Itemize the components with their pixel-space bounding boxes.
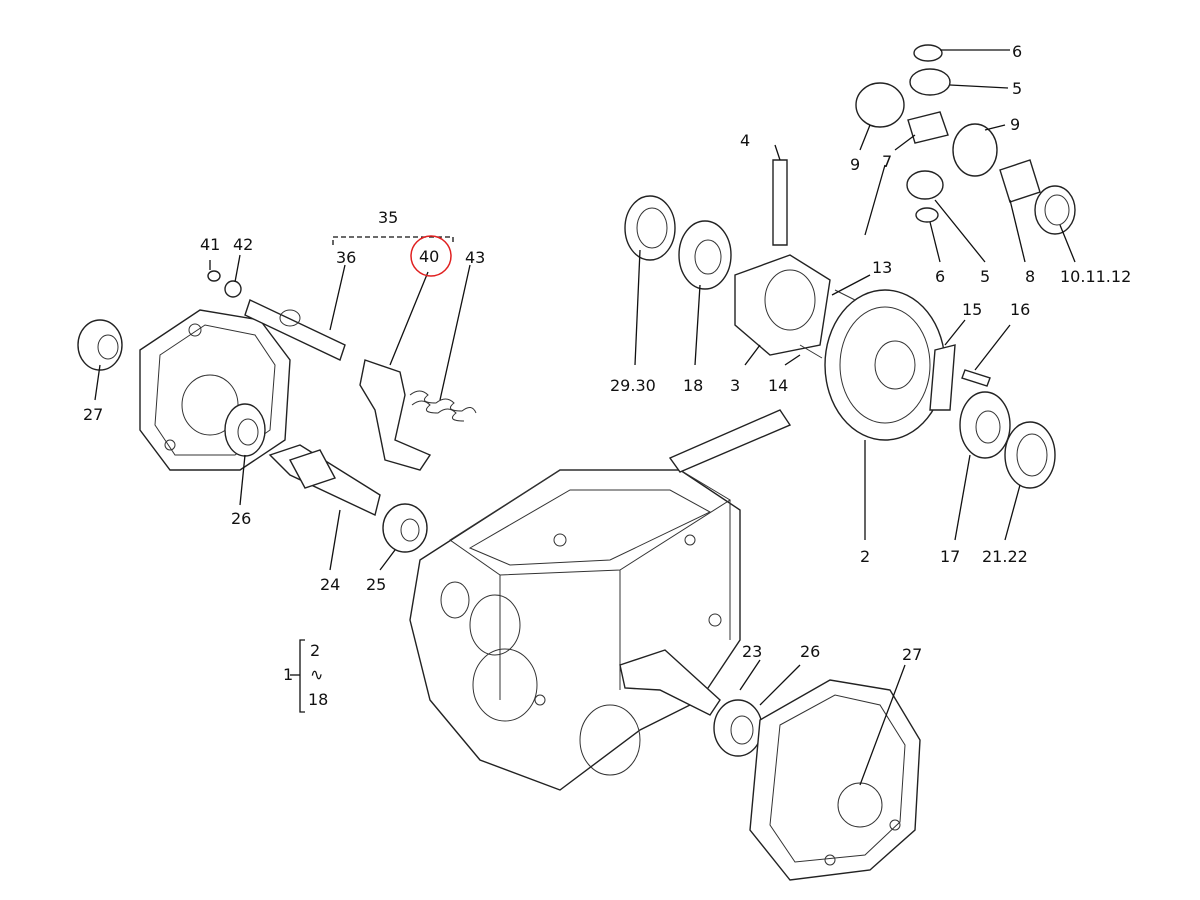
- shim-21-22: [1004, 421, 1056, 489]
- left-cover: [139, 309, 291, 471]
- label-9-right: 9: [1010, 115, 1020, 134]
- pinion-shaft: [668, 409, 792, 473]
- shim-10-11-12: [1034, 185, 1076, 235]
- washer-42: [224, 280, 242, 298]
- cross-shaft-7: [907, 111, 949, 144]
- lock-plate-15: [929, 344, 956, 411]
- oil-seal-27-left: [77, 319, 123, 371]
- legend-mid: ∿: [310, 665, 323, 684]
- label-13: 13: [872, 258, 892, 277]
- differential-case-3: [734, 254, 831, 356]
- washer-6-top: [913, 44, 943, 62]
- label-27-right: 27: [902, 645, 922, 664]
- label-7: 7: [882, 152, 892, 171]
- washer-6-bottom: [915, 207, 939, 223]
- label-26-left: 26: [231, 509, 251, 528]
- label-8: 8: [1025, 267, 1035, 286]
- spider-gear-5-bottom: [906, 170, 944, 200]
- bolt-16: [961, 369, 991, 387]
- ring-gear-2: [824, 289, 946, 441]
- ring-41: [207, 270, 221, 282]
- label-41: 41: [200, 235, 220, 254]
- spider-gear-5-top: [909, 68, 951, 96]
- transmission-housing: [409, 469, 741, 791]
- shift-fork-40: [359, 359, 432, 471]
- collar-25: [382, 503, 428, 553]
- legend-main: 1: [283, 665, 293, 684]
- side-gear-9-right: [952, 123, 998, 177]
- label-2: 2: [860, 547, 870, 566]
- bearing-18: [678, 220, 732, 290]
- gear-shaft-23: [619, 649, 721, 716]
- bearing-26-left: [224, 403, 266, 457]
- label-40: 40: [419, 247, 439, 266]
- shaft-24: [268, 444, 381, 516]
- part-labels: 6 5 9 9 7 4 6 5 8 10.11.12 13 15 16 29.3…: [83, 42, 1131, 664]
- bearing-17: [959, 391, 1011, 459]
- label-23: 23: [742, 642, 762, 661]
- label-17: 17: [940, 547, 960, 566]
- label-27-left: 27: [83, 405, 103, 424]
- bearing-26-right: [713, 699, 763, 757]
- leader-lines: [94, 49, 1076, 786]
- label-6-bottom: 6: [935, 267, 945, 286]
- label-42: 42: [233, 235, 253, 254]
- pin-4: [772, 159, 788, 246]
- shim-29-30: [624, 195, 676, 261]
- label-5-bottom: 5: [980, 267, 990, 286]
- label-29-30: 29.30: [610, 376, 656, 395]
- side-gear-9-left: [855, 82, 905, 128]
- label-21-22: 21.22: [982, 547, 1028, 566]
- label-25: 25: [366, 575, 386, 594]
- legend-bottom: 18: [308, 690, 328, 709]
- highlight-circle-40: [410, 235, 452, 277]
- label-36: 36: [336, 248, 356, 267]
- label-3: 3: [730, 376, 740, 395]
- label-24: 24: [320, 575, 340, 594]
- label-26-right: 26: [800, 642, 820, 661]
- label-4: 4: [740, 131, 750, 150]
- right-cover-27: [749, 679, 921, 881]
- label-9-left: 9: [850, 155, 860, 174]
- label-10-11-12: 10.11.12: [1060, 267, 1131, 286]
- label-35: 35: [378, 208, 398, 227]
- label-43: 43: [465, 248, 485, 267]
- spring-43: [409, 390, 477, 422]
- assembly-legend: 1 2 ∿ 18: [283, 639, 328, 713]
- label-6-top: 6: [1012, 42, 1022, 61]
- shift-rod-36: [244, 299, 346, 361]
- legend-top: 2: [310, 641, 320, 660]
- label-15: 15: [962, 300, 982, 319]
- label-14: 14: [768, 376, 788, 395]
- label-5-top: 5: [1012, 79, 1022, 98]
- label-18: 18: [683, 376, 703, 395]
- label-16: 16: [1010, 300, 1030, 319]
- bushing-8: [999, 159, 1041, 203]
